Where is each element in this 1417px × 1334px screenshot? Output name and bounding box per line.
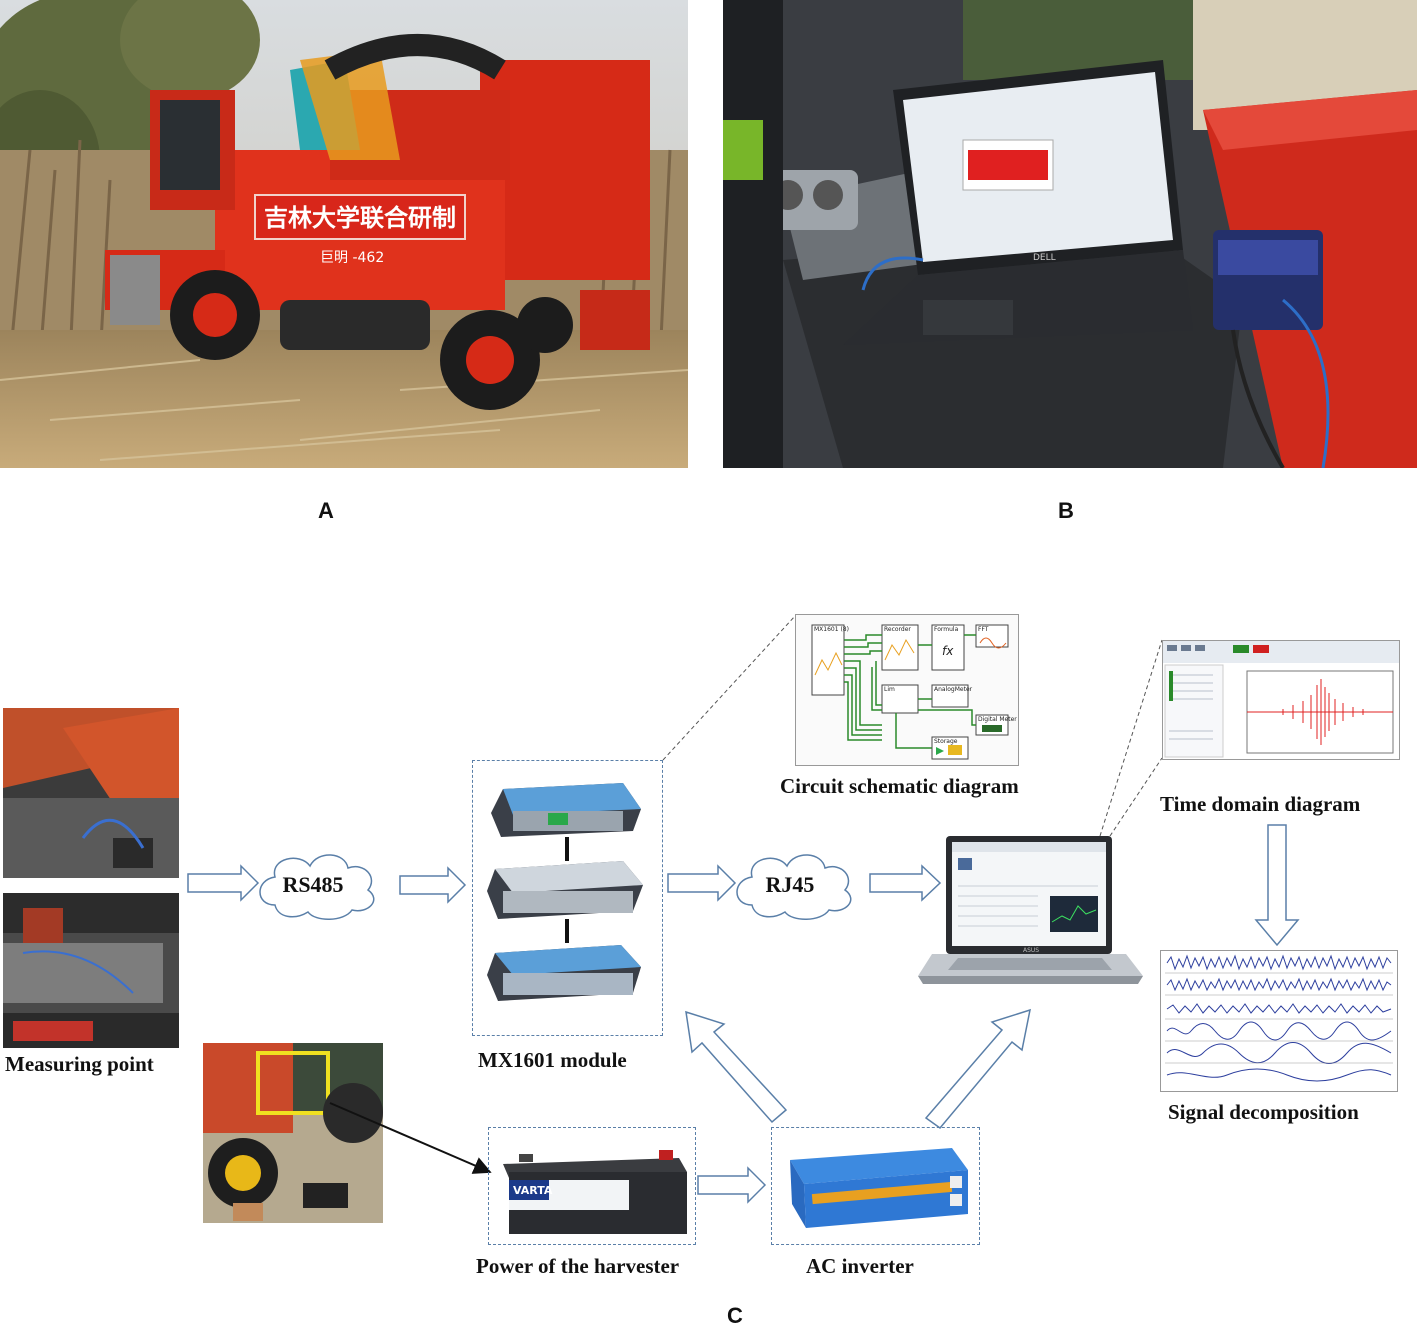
arrow-inverter-to-mx: [685, 1010, 788, 1124]
schematic-recorder-label: Recorder: [884, 626, 911, 633]
schematic-digital-label: Digital Meter: [978, 716, 1017, 723]
schematic-fft-block: [975, 624, 1009, 648]
panel-label-b: B: [1058, 498, 1074, 523]
arrow-rs485-to-mx: [399, 866, 467, 904]
schematic-analog-label: AnalogMeter: [934, 686, 973, 693]
schematic-mx-label: MX1601 (8): [814, 626, 849, 633]
arrow-mx-to-rj45: [667, 864, 737, 902]
harvester-model-text: 巨明 -462: [320, 250, 384, 266]
cab-illustration: DELL: [723, 0, 1417, 468]
label-circuit-schematic: Circuit schematic diagram: [780, 774, 1019, 798]
photo-laptop-cab: DELL: [723, 0, 1417, 468]
inverter-illustration: [790, 1148, 968, 1228]
schematic-formula-label: Formula: [934, 626, 959, 633]
time-domain-signal: [1282, 679, 1364, 745]
cloud-rj45: [736, 854, 852, 920]
schematic-mx-block: [811, 624, 845, 696]
battery-brand-text: VARTA: [513, 1184, 553, 1197]
ac-inverter-box: [771, 1127, 980, 1245]
mx-module-1: [491, 783, 641, 837]
panel-label-c: C: [727, 1303, 743, 1328]
schematic-illustration: MX1601 (8) Recorder Formula fx FFT Lim A…: [811, 624, 1017, 760]
harvester-banner-text: 吉林大学联合研制: [264, 204, 456, 232]
decomp-row-6: [1166, 1068, 1392, 1082]
schematic-storage-label: Storage: [934, 738, 958, 745]
label-time-domain: Time domain diagram: [1160, 792, 1361, 816]
arrow-battery-to-inverter: [697, 1166, 767, 1204]
schematic-lim-label: Lim: [884, 686, 895, 693]
circuit-schematic: MX1601 (8) Recorder Formula fx FFT Lim A…: [795, 614, 1019, 766]
label-mx1601-module: MX1601 module: [478, 1048, 627, 1072]
arrow-location-to-battery: [329, 1102, 492, 1174]
arrow-measuring-to-rs485: [187, 864, 260, 902]
photo-measuring-point-bottom: [3, 893, 179, 1048]
arrow-inverter-to-laptop: [924, 1008, 1031, 1130]
panel-label-a: A: [318, 498, 334, 523]
schematic-fft-label: FFT: [978, 626, 989, 633]
label-measuring-point: Measuring point: [5, 1052, 154, 1076]
harvester-illustration: 吉林大学联合研制 巨明 -462: [0, 0, 688, 468]
decomp-row-3: [1166, 1003, 1392, 1014]
mx1601-modules-illustration: [487, 783, 643, 1001]
label-power-harvester: Power of the harvester: [476, 1254, 680, 1278]
cloud-rs485-text: RS485: [282, 872, 343, 897]
schematic-analog-block: [931, 684, 969, 708]
signal-decomposition-diagram: [1160, 950, 1398, 1092]
leader-mx-schematic-left: [662, 615, 796, 761]
leader-laptop-timedomain: [1109, 757, 1163, 837]
laptop-illustration: ASUS: [918, 836, 1143, 984]
laptop-device: ASUS: [918, 836, 1143, 988]
mx-module-3: [487, 945, 641, 1001]
laptop2-brand-text: ASUS: [1023, 947, 1039, 954]
schematic-formula-block: [931, 624, 965, 671]
label-ac-inverter: AC inverter: [806, 1254, 914, 1278]
decomp-row-2: [1166, 977, 1392, 992]
battery-illustration: VARTA: [503, 1150, 687, 1234]
photo-harvester: 吉林大学联合研制 巨明 -462: [0, 0, 688, 468]
decomp-row-4: [1166, 1021, 1392, 1041]
battery-box: VARTA: [488, 1127, 696, 1245]
laptop-brand-text: DELL: [1033, 253, 1056, 263]
mx1601-module-box: [472, 760, 663, 1036]
label-signal-decomposition: Signal decomposition: [1168, 1100, 1359, 1124]
decomp-row-1: [1166, 954, 1392, 971]
photo-measuring-point-top: [3, 708, 179, 878]
cloud-rs485: [259, 854, 375, 920]
schematic-recorder-block: [881, 624, 919, 671]
photo-battery-location: [203, 1043, 383, 1223]
mx-module-2: [487, 861, 643, 919]
schematic-lim-block: [881, 684, 919, 714]
signal-decomposition-illustration: [1165, 954, 1393, 1082]
decomp-row-5: [1166, 1042, 1392, 1064]
arrow-rj45-to-laptop: [869, 864, 942, 902]
time-domain-diagram: [1162, 640, 1400, 760]
cloud-rj45-text: RJ45: [766, 872, 815, 897]
leader-laptop-timedomain-top: [1099, 639, 1163, 837]
schematic-fx-label: fx: [942, 644, 954, 658]
arrow-time-to-decomposition: [1254, 824, 1300, 947]
time-domain-illustration: [1163, 641, 1399, 758]
